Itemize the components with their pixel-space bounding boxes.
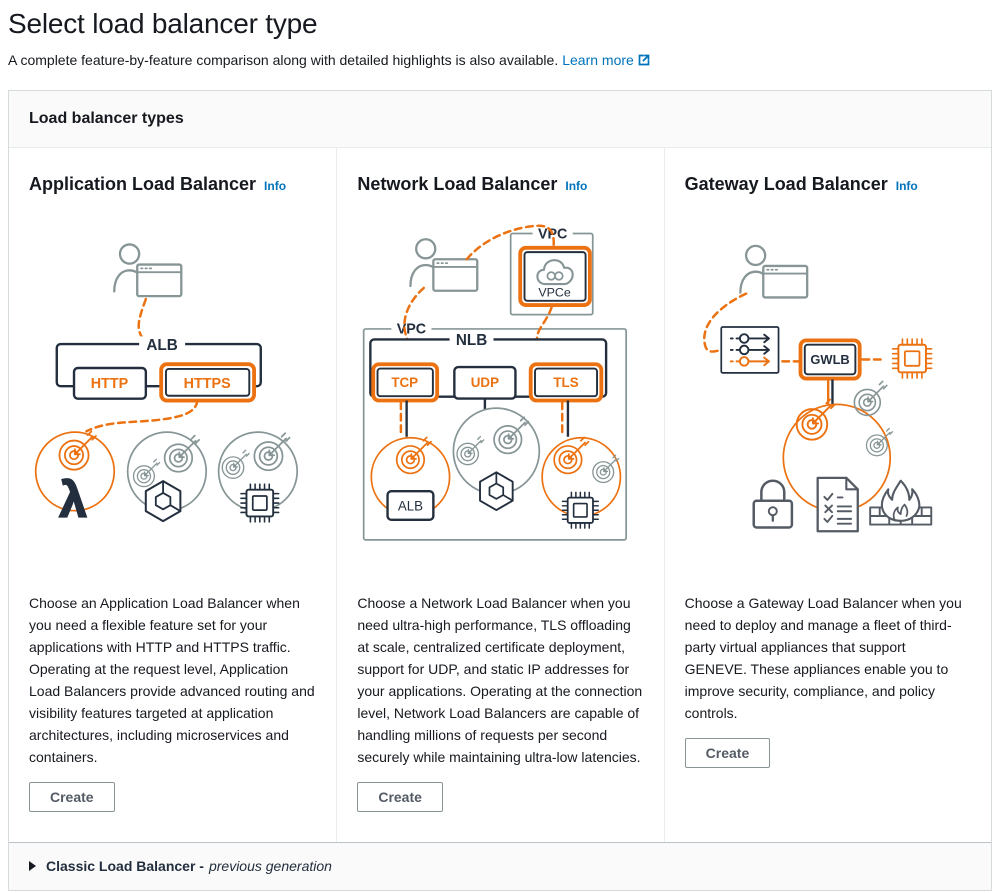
expand-caret-icon (29, 861, 36, 871)
info-link-nlb[interactable]: Info (565, 179, 588, 193)
classic-lb-suffix: previous generation (208, 858, 332, 874)
instance-chip-icon (561, 491, 600, 530)
routing-dash-line (85, 399, 199, 433)
alb-box-label: ALB (146, 337, 177, 354)
nlb-diagram: VPC VPC NLB VPCe (357, 199, 643, 582)
target-icon (592, 454, 620, 484)
http-listener-box (72, 366, 148, 400)
card-application-load-balancer: Application Load Balancer Info ALB HTTP (9, 148, 337, 842)
udp-label: UDP (471, 375, 499, 390)
target-icon (456, 435, 485, 466)
card-title-alb: Application Load Balancer (29, 174, 257, 194)
container-hexagon-icon (479, 471, 514, 512)
info-link-alb[interactable]: Info (264, 179, 287, 193)
info-link-gwlb[interactable]: Info (895, 179, 918, 193)
target-icon (493, 416, 530, 455)
panel-header: Load balancer types (9, 91, 991, 148)
panel-title: Load balancer types (29, 110, 184, 127)
target-icon (253, 432, 291, 472)
vpc-label: VPC (397, 322, 426, 338)
create-nlb-button[interactable]: Create (357, 782, 443, 812)
tcp-listener-box (371, 362, 440, 403)
tls-listener-box (529, 362, 604, 403)
target-icon (163, 434, 200, 473)
gwlb-box-label: GWLB (810, 352, 849, 367)
ingress-dash-line (702, 292, 747, 353)
vpc-box (363, 328, 628, 541)
https-label: HTTPS (184, 376, 231, 392)
tls-label: TLS (554, 375, 579, 390)
nlb-box-label: NLB (456, 332, 487, 349)
card-gateway-load-balancer: Gateway Load Balancer Info (663, 148, 991, 842)
gwlb-diagram: GWLB (685, 199, 971, 582)
target-icon (553, 436, 590, 475)
classic-lb-label: Classic Load Balancer - (46, 858, 204, 874)
page-subtitle: A complete feature-by-feature comparison… (8, 52, 992, 70)
card-title-gwlb: Gateway Load Balancer (684, 174, 888, 194)
container-hexagon-icon (144, 480, 182, 523)
load-balancer-types-panel: Load balancer types Application Load Bal… (8, 90, 992, 891)
http-label: HTTP (91, 376, 129, 392)
lambda-icon: λ (59, 471, 87, 527)
card-description-alb: Choose an Application Load Balancer when… (29, 595, 315, 765)
compliance-checklist-icon (816, 476, 859, 533)
lambda-target-group-circle (34, 431, 116, 512)
user-browser-icon (409, 238, 479, 292)
learn-more-label: Learn more (562, 52, 634, 68)
tcp-label: TCP (392, 375, 419, 390)
target-icon (58, 430, 97, 471)
firewall-icon (868, 479, 932, 526)
instance-chip-icon (240, 483, 280, 523)
alb-diagram: ALB HTTP HTTPS λ (29, 199, 316, 582)
vpce-dash-line (465, 224, 556, 261)
card-description-nlb: Choose a Network Load Balancer when you … (357, 595, 643, 765)
target-icon (853, 380, 888, 417)
subtitle-text: A complete feature-by-feature comparison… (8, 52, 559, 68)
create-alb-button[interactable]: Create (29, 782, 115, 812)
page-title: Select load balancer type (8, 8, 318, 39)
card-description-gwlb: Choose a Gateway Load Balancer when you … (684, 595, 962, 721)
classic-load-balancer-expander[interactable]: Classic Load Balancer - previous generat… (9, 842, 991, 890)
create-gwlb-button[interactable]: Create (684, 738, 771, 768)
target-icon (396, 436, 433, 475)
https-listener-box (159, 362, 256, 403)
security-lock-icon (752, 479, 793, 529)
card-title-nlb: Network Load Balancer (357, 174, 558, 194)
learn-more-link[interactable]: Learn more (562, 52, 651, 68)
alb-target-box (386, 489, 435, 522)
external-link-icon (637, 53, 651, 70)
load-balancer-cards: Application Load Balancer Info ALB HTTP (9, 148, 991, 842)
alb-target-label: ALB (398, 498, 423, 513)
appliance-chip-icon (891, 338, 933, 379)
gwlb-box (798, 338, 862, 381)
card-network-load-balancer: Network Load Balancer Info VPC VPC (336, 148, 664, 842)
vpce-label: VPCe (539, 285, 571, 299)
target-icon (221, 449, 250, 479)
user-browser-icon (738, 244, 808, 299)
target-icon (132, 458, 161, 488)
user-browser-icon (113, 243, 183, 298)
